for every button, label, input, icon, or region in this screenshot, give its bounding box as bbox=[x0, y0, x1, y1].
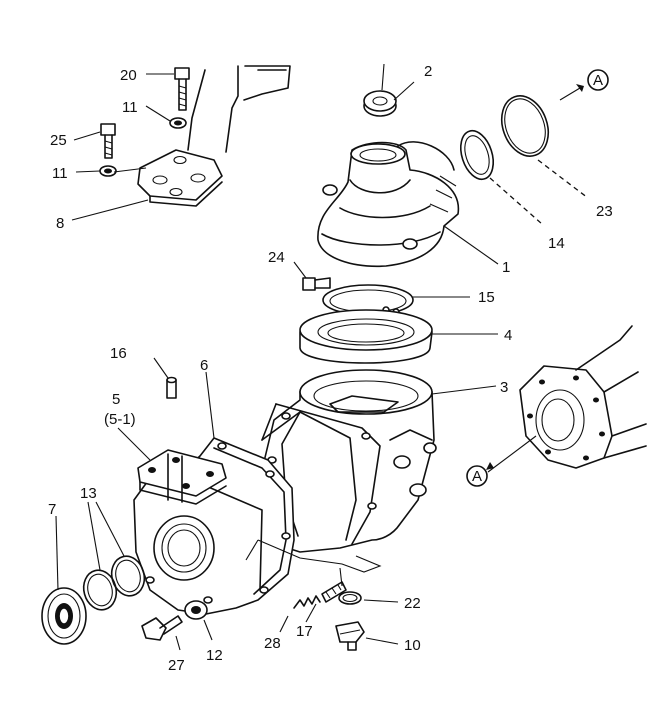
washer-11-top bbox=[169, 117, 187, 129]
part-label-5: 5 bbox=[112, 391, 120, 408]
part-label-15: 15 bbox=[478, 289, 495, 306]
part-label-11-top: 11 bbox=[122, 99, 138, 116]
part-label-17: 17 bbox=[296, 623, 313, 640]
part-label-16: 16 bbox=[110, 345, 127, 362]
bearing-retainer-4 bbox=[299, 309, 433, 364]
reference-a-detail-label: A bbox=[472, 468, 482, 485]
part-label-4: 4 bbox=[504, 327, 512, 344]
part-label-11-left: 11 bbox=[52, 165, 68, 182]
snap-ring-23 bbox=[500, 95, 550, 157]
washer-11-left bbox=[99, 165, 117, 177]
part-label-20: 20 bbox=[120, 67, 137, 84]
bracket-plate-5 bbox=[137, 449, 227, 505]
part-label-23: 23 bbox=[596, 203, 613, 220]
bolt-24 bbox=[302, 277, 331, 291]
pin-17 bbox=[321, 581, 347, 603]
arrow-to-ref-a-top bbox=[576, 84, 584, 92]
part-label-10: 10 bbox=[404, 637, 421, 654]
o-ring-22 bbox=[338, 591, 362, 605]
part-label-1: 1 bbox=[502, 259, 510, 276]
mounting-bracket bbox=[137, 65, 291, 207]
oil-seal-2 bbox=[363, 90, 397, 117]
reference-a-detail: A bbox=[466, 465, 488, 487]
spring-28 bbox=[293, 595, 321, 609]
part-label-13: 13 bbox=[80, 485, 97, 502]
snap-rings-13 bbox=[82, 555, 146, 611]
part-label-12: 12 bbox=[206, 647, 223, 664]
part-label-24: 24 bbox=[268, 249, 285, 266]
part-label-27: 27 bbox=[168, 657, 185, 674]
snap-ring-14 bbox=[459, 129, 495, 181]
leader-lines bbox=[55, 63, 589, 651]
gear-case-3 bbox=[257, 369, 437, 553]
part-label-25: 25 bbox=[50, 132, 67, 149]
washer-12 bbox=[184, 600, 208, 620]
top-cover-housing bbox=[317, 141, 460, 268]
part-label-8: 8 bbox=[56, 215, 64, 232]
detail-flange bbox=[519, 325, 647, 469]
part-label-22: 22 bbox=[404, 595, 421, 612]
oil-seal-7 bbox=[41, 587, 87, 645]
dowel-pin-16 bbox=[166, 376, 177, 399]
drain-plug-10 bbox=[335, 621, 365, 651]
part-label-6: 6 bbox=[200, 357, 208, 374]
bolt-20 bbox=[174, 67, 190, 111]
bolt-27 bbox=[141, 615, 183, 641]
part-label-7: 7 bbox=[48, 501, 56, 518]
gasket-lower bbox=[245, 539, 382, 573]
part-label-28: 28 bbox=[264, 635, 281, 652]
part-label-3: 3 bbox=[500, 379, 508, 396]
reference-a-top: A bbox=[587, 69, 609, 91]
part-label-14: 14 bbox=[548, 235, 565, 252]
part-label-2: 2 bbox=[424, 63, 432, 80]
arrow-to-ref-a-detail bbox=[486, 462, 494, 470]
part-label-5-1: (5-1) bbox=[104, 411, 136, 428]
reference-a-top-label: A bbox=[593, 72, 603, 89]
bolt-25 bbox=[100, 123, 116, 159]
